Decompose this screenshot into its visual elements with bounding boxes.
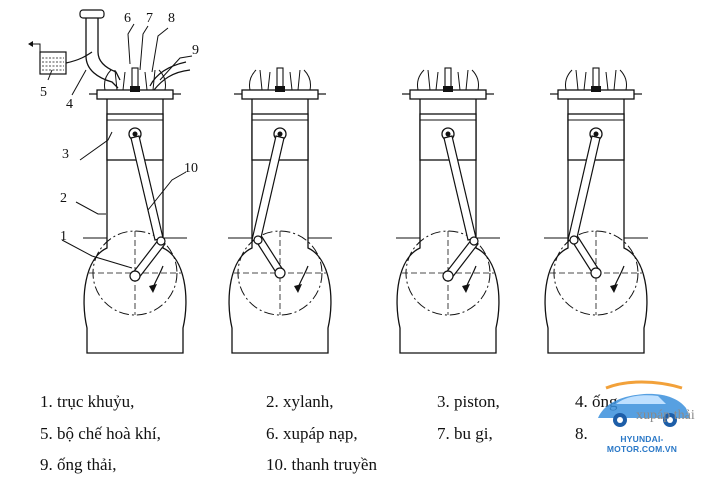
engine-3 <box>395 67 501 354</box>
watermark-faded-text: xupáp thải <box>636 408 695 423</box>
callout-8: 8 <box>168 11 175 26</box>
legend-item-8: 8. <box>575 424 588 443</box>
callout-6: 6 <box>124 11 131 26</box>
legend-item-9: 9. ống thải, <box>40 455 117 474</box>
car-logo-icon <box>598 380 690 427</box>
watermark-logo: xupáp thải HYUNDAI-MOTOR.COM.VN <box>586 378 698 454</box>
callout-5: 5 <box>40 85 47 100</box>
callout-7: 7 <box>146 11 153 26</box>
rotation-arrow-icon <box>149 284 157 293</box>
watermark-url: HYUNDAI-MOTOR.COM.VN <box>606 434 678 454</box>
callout-4: 4 <box>66 97 73 112</box>
engine-4 <box>543 67 649 354</box>
callout-2: 2 <box>60 191 67 206</box>
legend-item-1: 1. trục khuỷu, <box>40 392 135 411</box>
callout-leaders <box>47 23 193 269</box>
engine-1 <box>82 67 188 354</box>
callout-10: 10 <box>184 161 198 176</box>
legend-item-6: 6. xupáp nạp, <box>266 424 358 443</box>
rotation-arrow-icon <box>462 284 470 293</box>
callout-1: 1 <box>60 229 67 244</box>
callout-9: 9 <box>192 43 199 58</box>
legend-item-2: 2. xylanh, <box>266 392 334 411</box>
intake-pipe <box>79 9 121 89</box>
engine-2 <box>227 67 333 354</box>
callout-3: 3 <box>62 147 69 162</box>
legend-item-10: 10. thanh truyền <box>266 455 377 474</box>
legend-item-5: 5. bộ chế hoà khí, <box>40 424 161 443</box>
legend-item-7: 7. bu gi, <box>437 424 493 443</box>
carburetor <box>28 41 93 75</box>
rotation-arrow-icon <box>294 284 302 293</box>
legend-item-4: 4. ống <box>575 392 618 411</box>
legend-item-3: 3. piston, <box>437 392 500 411</box>
engine-stroke-diagram: 6 7 8 9 5 4 3 10 2 1 <box>28 9 649 354</box>
exhaust-pipe <box>149 61 191 91</box>
rotation-arrow-icon <box>610 284 618 293</box>
